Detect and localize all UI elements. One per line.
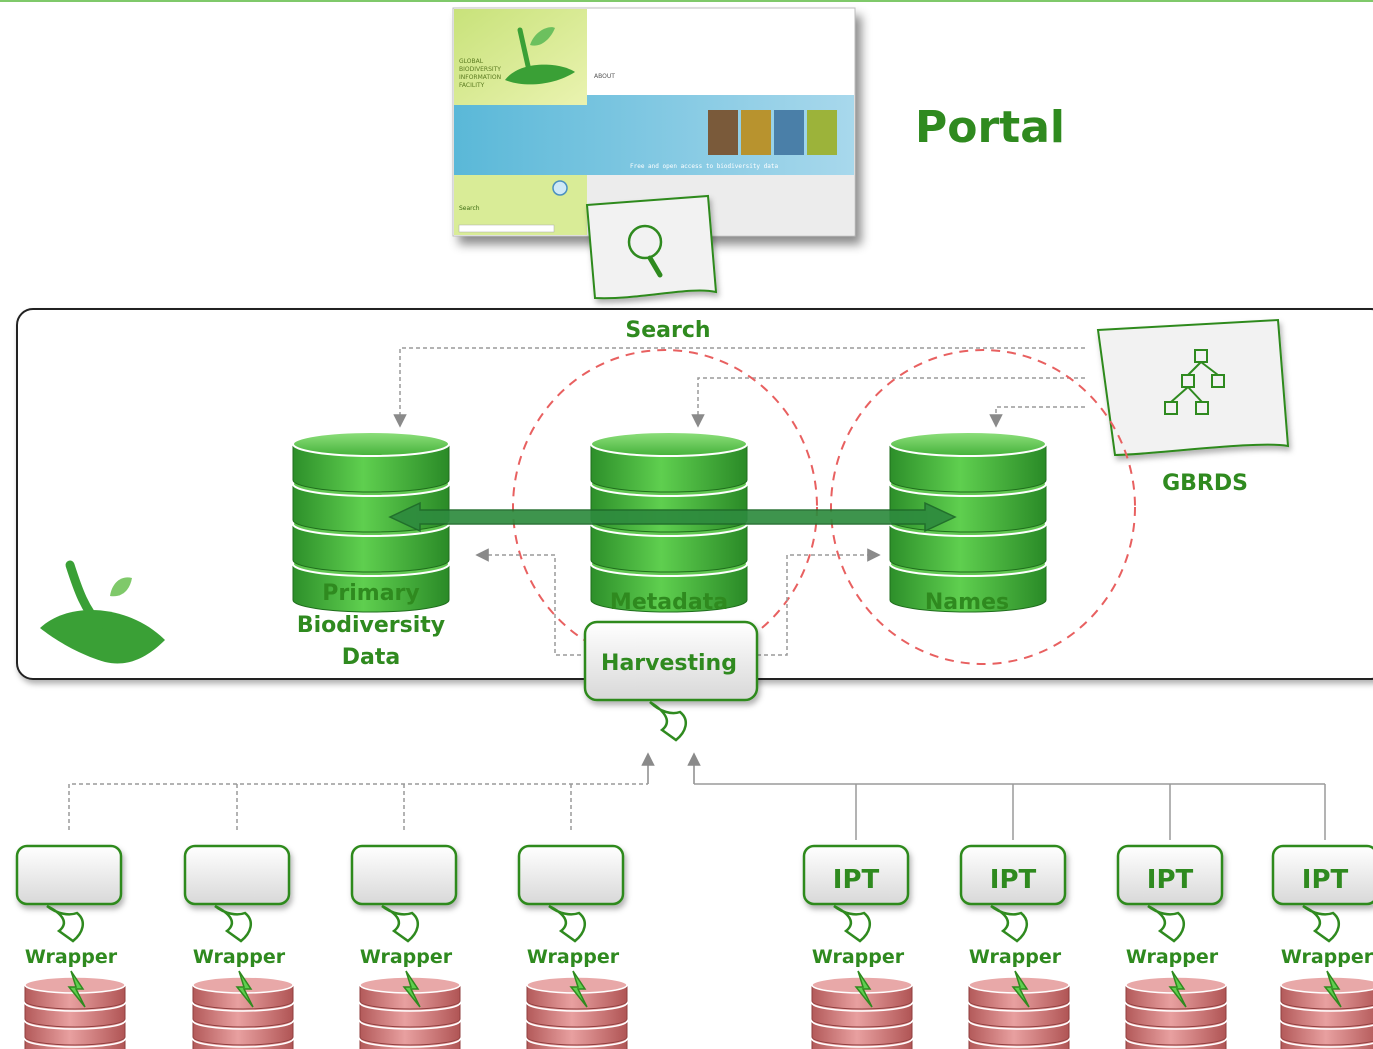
- ipt-label: IPT: [833, 865, 880, 895]
- wrapper-node-box: [183, 844, 291, 906]
- source-database-icon: [192, 976, 294, 1049]
- wrapper-label: Wrapper: [25, 946, 118, 968]
- wrapper-bus-line: [68, 783, 648, 830]
- ipt-label: IPT: [990, 865, 1037, 895]
- scroll-icon: [833, 904, 872, 943]
- wrapper-node-box: [517, 844, 625, 906]
- lightning-icon: [1323, 970, 1342, 1008]
- wrapper-label: Wrapper: [1281, 946, 1373, 968]
- portal-magnifier-icon: [552, 180, 568, 196]
- portal-leaf-stem: [517, 27, 533, 78]
- exchange-double-arrow: [388, 501, 957, 533]
- lightning-icon: [402, 970, 421, 1008]
- ipt-label: IPT: [1302, 865, 1349, 895]
- portal-search-label: Search: [459, 205, 480, 212]
- portal-thumb-3: [774, 110, 804, 155]
- source-database-icon: [968, 976, 1070, 1049]
- portal-leaf-small: [530, 27, 555, 46]
- portal-thumb-4: [807, 110, 837, 155]
- portal-nav-about: ABOUT: [594, 73, 615, 80]
- source-database-icon: [359, 976, 461, 1049]
- portal-logo-line-1: GLOBAL: [459, 58, 484, 65]
- ipt-bus-line: [694, 783, 1326, 840]
- hierarchy-icon: [1164, 349, 1225, 415]
- scroll-icon: [990, 904, 1029, 943]
- portal-thumb-1: [708, 110, 738, 155]
- connector-harvest-primary: [475, 548, 588, 656]
- metadata-label: Metadata: [610, 590, 728, 615]
- ipt-node-box: [802, 844, 910, 906]
- names-highlight-circle: [830, 349, 1136, 665]
- wrapper-node-box: [15, 844, 123, 906]
- wrapper-label: Wrapper: [193, 946, 286, 968]
- scroll-icon: [1302, 904, 1341, 943]
- primary-label-line-1: Primary: [322, 581, 419, 606]
- lightning-icon: [569, 970, 588, 1008]
- harvesting-label: Harvesting: [601, 651, 737, 676]
- search-note: [585, 194, 718, 300]
- portal-thumb-2: [741, 110, 771, 155]
- source-database-icon: [811, 976, 913, 1049]
- portal-search-box: [458, 224, 555, 233]
- source-database-icon: [1125, 976, 1227, 1049]
- lightning-icon: [67, 970, 86, 1008]
- portal-tagline: Free and open access to biodiversity dat…: [630, 163, 778, 170]
- primary-database-icon: [292, 431, 450, 613]
- ipt-node-box: [1116, 844, 1224, 906]
- scroll-icon: [46, 904, 85, 943]
- wrapper-label: Wrapper: [969, 946, 1062, 968]
- gbrds-label: GBRDS: [1162, 471, 1248, 496]
- wrapper-label: Wrapper: [360, 946, 453, 968]
- gbif-logo: [40, 560, 165, 664]
- ipt-node-box: [1271, 844, 1373, 906]
- ipt-label: IPT: [1147, 865, 1194, 895]
- primary-label-line-3: Data: [342, 645, 400, 670]
- scroll-icon: [381, 904, 420, 943]
- harvesting-box: [583, 620, 759, 702]
- wrapper-label: Wrapper: [527, 946, 620, 968]
- portal-logo-line-2: BIODIVERSITY: [459, 66, 501, 73]
- primary-label-line-2: Biodiversity: [297, 613, 445, 638]
- wrapper-label: Wrapper: [812, 946, 905, 968]
- lightning-icon: [1011, 970, 1030, 1008]
- harvesting-scroll-icon: [649, 700, 688, 742]
- wrapper-node-box: [350, 844, 458, 906]
- source-database-icon: [526, 976, 628, 1049]
- scroll-icon: [548, 904, 587, 943]
- portal-logo-line-3: INFORMATION: [459, 74, 501, 81]
- lightning-icon: [235, 970, 254, 1008]
- portal-logo-line-4: FACILITY: [459, 82, 485, 89]
- scroll-icon: [1147, 904, 1186, 943]
- lightning-icon: [1168, 970, 1187, 1008]
- lightning-icon: [854, 970, 873, 1008]
- connector-harvest-names: [757, 548, 881, 656]
- names-label: Names: [925, 590, 1009, 615]
- portal-logo-panel: [454, 9, 587, 105]
- portal-title: Portal: [915, 102, 1065, 153]
- wrapper-label: Wrapper: [1126, 946, 1219, 968]
- connector-gbrds-primary: [393, 347, 1085, 428]
- connector-gbrds-names: [989, 406, 1085, 428]
- portal-leaf-logo: [505, 64, 575, 85]
- search-icon: [627, 224, 663, 278]
- provider-nodes: Wrapper Wrapper Wrapper Wrapper IPT Wrapper IP…: [15, 844, 1373, 1049]
- ipt-node-box: [959, 844, 1067, 906]
- scroll-icon: [214, 904, 253, 943]
- search-label: Search: [625, 318, 710, 343]
- source-database-icon: [24, 976, 126, 1049]
- connector-gbrds-metadata: [691, 377, 1085, 428]
